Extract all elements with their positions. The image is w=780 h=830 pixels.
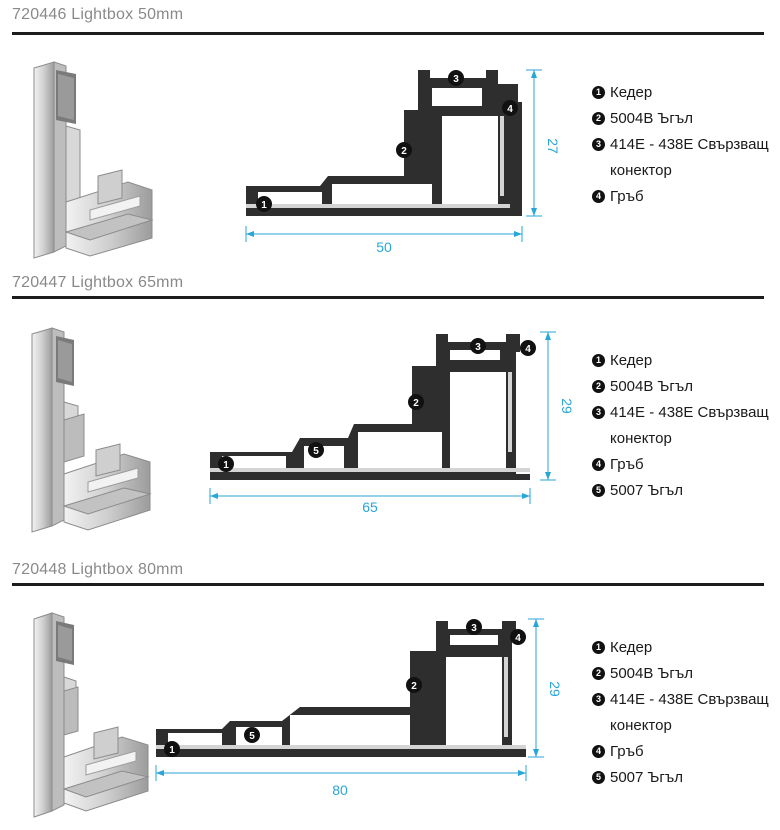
callout-3: 3 <box>448 70 464 86</box>
callout-4: 4 <box>502 100 518 116</box>
section-title: 720447 Lightbox 65mm <box>12 274 184 291</box>
profile-cross-section <box>246 70 522 216</box>
callout-4: 4 <box>510 629 526 645</box>
section-title: 720446 Lightbox 50mm <box>12 6 184 23</box>
section-divider <box>12 583 764 586</box>
svg-text:2: 2 <box>413 398 419 409</box>
height-dimension: 27 <box>526 69 561 217</box>
width-dimension: 80 <box>155 765 527 798</box>
callout-2: 2 <box>406 677 422 693</box>
width-dimension-label: 50 <box>376 239 392 255</box>
section-divider <box>12 296 764 299</box>
svg-text:5: 5 <box>249 731 255 742</box>
callout-3: 3 <box>470 338 486 354</box>
height-dimension-label: 29 <box>547 681 563 697</box>
profile-3d-image <box>33 61 154 259</box>
section-lightbox-50: 720446 Lightbox 50mm <box>0 6 780 268</box>
section-lightbox-65: 720447 Lightbox 65mm <box>0 274 780 550</box>
callout-2: 2 <box>408 394 424 410</box>
width-dimension-label: 65 <box>362 499 378 515</box>
callout-2: 2 <box>396 142 412 158</box>
height-dimension: 29 <box>540 331 575 481</box>
svg-text:3: 3 <box>453 74 459 85</box>
callout-1: 1 <box>164 741 180 757</box>
width-dimension-label: 80 <box>332 782 348 798</box>
width-dimension: 65 <box>209 488 531 515</box>
section-divider <box>12 32 764 35</box>
callout-3: 3 <box>466 619 482 635</box>
svg-text:5: 5 <box>313 446 319 457</box>
svg-text:2: 2 <box>411 681 417 692</box>
svg-text:4: 4 <box>515 633 521 644</box>
height-dimension-label: 27 <box>545 138 561 154</box>
svg-text:1: 1 <box>223 460 229 471</box>
height-dimension-label: 29 <box>559 398 575 414</box>
section-title: 720448 Lightbox 80mm <box>12 561 184 578</box>
svg-text:1: 1 <box>261 200 267 211</box>
width-dimension: 50 <box>245 226 523 255</box>
callout-5: 5 <box>244 727 260 743</box>
cross-section-diagram: 50 27 1 2 3 4 <box>245 69 561 255</box>
section-lightbox-80: 720448 Lightbox 80mm <box>0 561 780 827</box>
callout-1: 1 <box>256 196 272 212</box>
svg-text:3: 3 <box>475 342 481 353</box>
svg-text:3: 3 <box>471 623 477 634</box>
height-dimension: 29 <box>528 618 563 758</box>
callout-5: 5 <box>308 442 324 458</box>
profile-cross-section <box>156 621 526 757</box>
svg-text:4: 4 <box>507 104 513 115</box>
callout-1: 1 <box>218 456 234 472</box>
profile-cross-section <box>210 334 530 480</box>
cross-section-diagram: 65 29 1 2 3 4 5 <box>209 331 575 515</box>
callout-4: 4 <box>520 340 536 356</box>
svg-text:2: 2 <box>401 146 407 157</box>
svg-text:1: 1 <box>169 745 175 756</box>
cross-section-diagram: 80 29 1 2 3 4 5 <box>155 618 563 798</box>
svg-text:4: 4 <box>525 344 531 355</box>
profile-3d-image <box>31 327 152 533</box>
profile-3d-image <box>33 612 150 818</box>
